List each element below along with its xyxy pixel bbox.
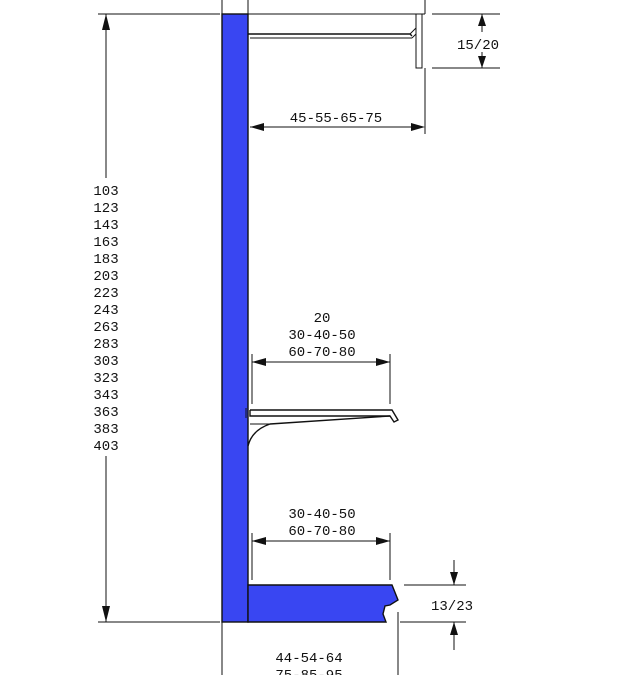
height-value: 163 <box>93 235 118 251</box>
height-value: 263 <box>93 320 118 336</box>
height-values-list: 103 123 143 163 183 203 223 243 263 283 … <box>93 184 118 455</box>
top-shelf-depth-dimension: 45-55-65-75 <box>250 68 426 134</box>
height-value: 243 <box>93 303 118 319</box>
base-depth-label-1: 44-54-64 <box>275 651 342 667</box>
height-value: 363 <box>93 405 118 421</box>
height-value: 203 <box>93 269 118 285</box>
height-value: 343 <box>93 388 118 404</box>
base-plinth <box>247 578 399 623</box>
height-value: 283 <box>93 337 118 353</box>
middle-shelf-label-2: 30-40-50 <box>288 328 355 344</box>
bottom-shelf-label-2: 60-70-80 <box>288 524 355 540</box>
height-value: 323 <box>93 371 118 387</box>
bottom-shelf-depth-dimension: 30-40-50 60-70-80 <box>251 507 391 580</box>
upright-column <box>221 0 249 675</box>
base-depth-dimension: 44-54-64 75-85-95 <box>275 612 399 675</box>
top-shelf <box>248 0 426 69</box>
base-height-dimension: 13/23 <box>400 560 473 650</box>
height-value: 183 <box>93 252 118 268</box>
top-bracket-label: 15/20 <box>457 38 499 54</box>
height-value: 383 <box>93 422 118 438</box>
middle-shelf-depth-dimension: 20 30-40-50 60-70-80 <box>251 311 391 404</box>
top-shelf-depth-label: 45-55-65-75 <box>290 111 382 127</box>
upright-fill <box>221 13 249 623</box>
height-value: 143 <box>93 218 118 234</box>
bottom-shelf-label-1: 30-40-50 <box>288 507 355 523</box>
height-value: 303 <box>93 354 118 370</box>
base-plinth-fill <box>247 584 399 623</box>
middle-shelf-label-1: 20 <box>314 311 331 327</box>
height-value: 103 <box>93 184 118 200</box>
base-height-label: 13/23 <box>431 599 473 615</box>
overall-height-dimension <box>98 13 220 623</box>
top-bracket-dimension: 15/20 <box>432 13 500 69</box>
middle-shelf <box>245 408 399 447</box>
base-depth-label-2: 75-85-95 <box>275 668 342 675</box>
height-value: 123 <box>93 201 118 217</box>
middle-shelf-label-3: 60-70-80 <box>288 345 355 361</box>
height-value: 223 <box>93 286 118 302</box>
height-value: 403 <box>93 439 118 455</box>
